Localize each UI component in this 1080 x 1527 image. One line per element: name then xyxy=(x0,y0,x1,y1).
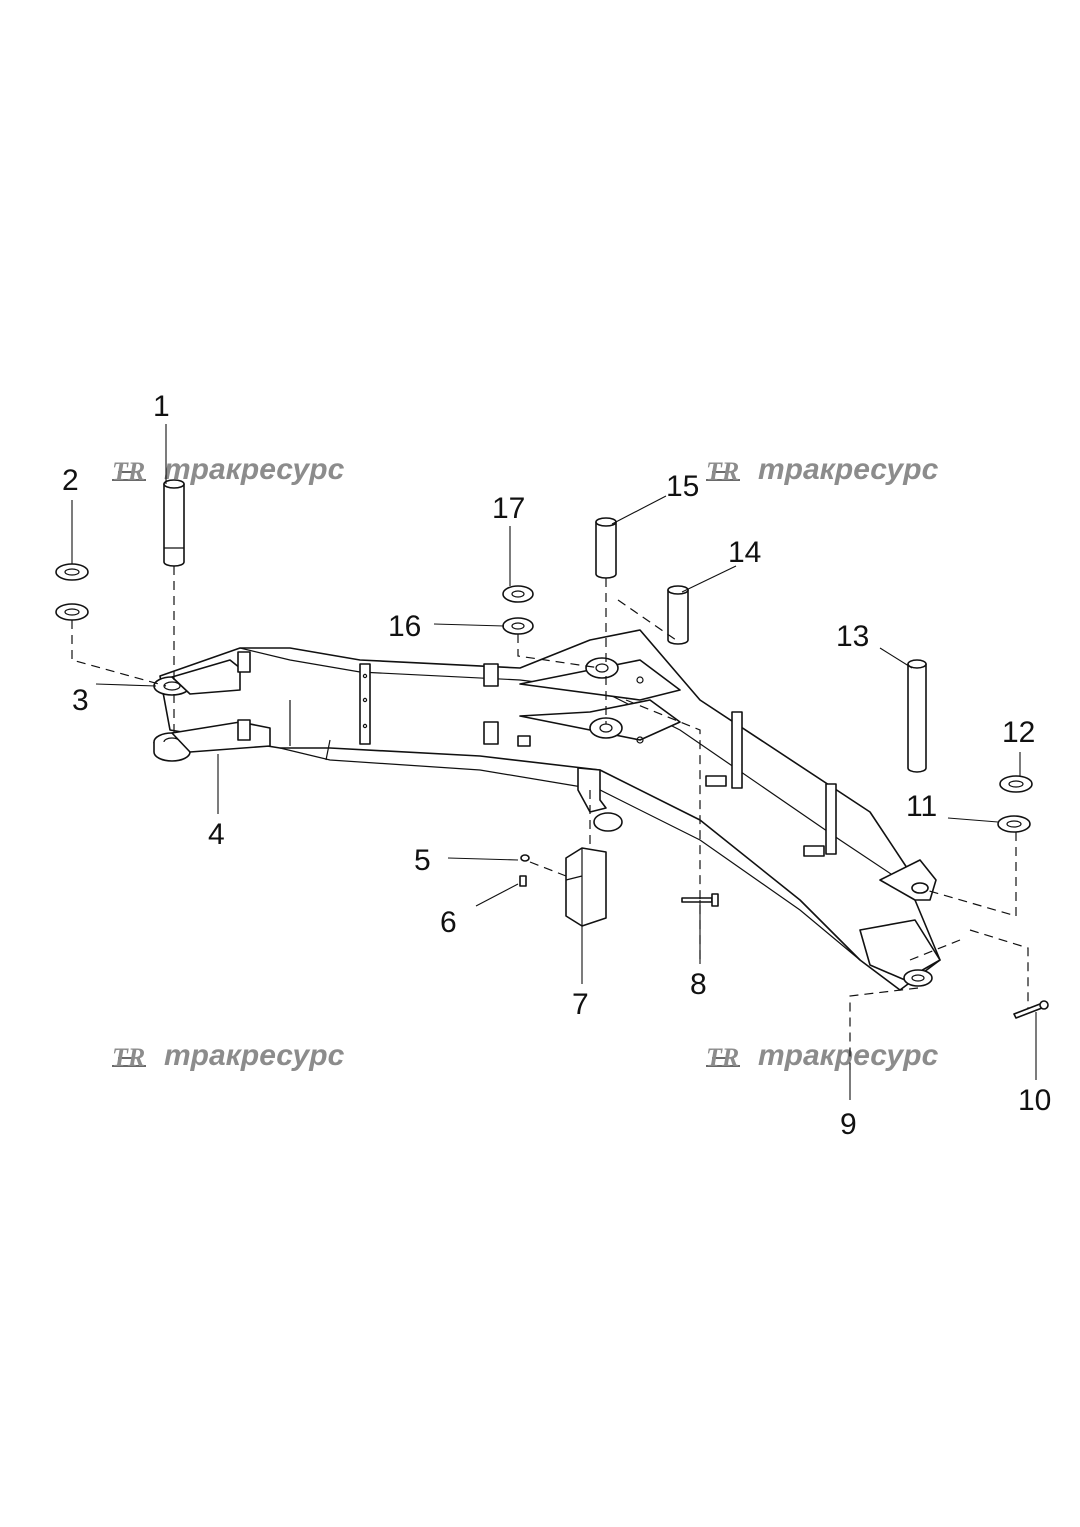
callout-6: 6 xyxy=(440,906,457,939)
callout-13: 13 xyxy=(836,620,869,653)
callout-3: 3 xyxy=(72,684,89,717)
watermark-text: тракресурс xyxy=(758,1039,939,1072)
callout-15: 15 xyxy=(666,470,699,503)
pin-15 xyxy=(595,517,617,579)
watermark-bottom-left: TR тракресурс xyxy=(112,1039,345,1072)
watermark-text: тракресурс xyxy=(758,453,939,486)
callouts: 1 2 3 4 5 6 7 8 9 10 11 12 13 14 15 17 1… xyxy=(62,390,1051,1141)
bolt-8 xyxy=(681,893,719,907)
watermark-top-right: TR тракресурс xyxy=(706,453,939,486)
callout-7: 7 xyxy=(572,988,589,1021)
callout-16-17: 17 xyxy=(492,492,525,525)
callout-10: 10 xyxy=(1018,1084,1051,1117)
watermark-bottom-right: TR тракресурс xyxy=(706,1039,939,1072)
watermark-logo: TR xyxy=(706,1043,739,1072)
watermark-text: тракресурс xyxy=(164,1039,345,1072)
pin-14 xyxy=(667,585,689,645)
washer-3 xyxy=(55,603,89,621)
callout-14: 14 xyxy=(728,536,761,569)
washer-5 xyxy=(520,854,530,862)
callout-2: 2 xyxy=(62,464,79,497)
callout-1: 1 xyxy=(153,390,170,423)
leader-lines xyxy=(71,424,1037,1100)
washer-16 xyxy=(502,617,534,635)
washer-11 xyxy=(997,815,1031,833)
assembly-lines xyxy=(71,566,1029,1070)
boom-assembly xyxy=(153,629,941,991)
callout-9: 9 xyxy=(840,1108,857,1141)
callout-11: 11 xyxy=(906,790,937,823)
watermark-text: тракресурс xyxy=(164,453,345,486)
watermark-logo: TR xyxy=(112,1043,145,1072)
callout-5: 5 xyxy=(414,844,431,877)
washer-2 xyxy=(55,563,89,581)
washer-17 xyxy=(502,585,534,603)
callout-8: 8 xyxy=(690,968,707,1001)
guard-7 xyxy=(565,847,607,927)
callout-16: 16 xyxy=(388,610,421,643)
washer-12 xyxy=(999,775,1033,793)
watermark-logo: TR xyxy=(706,457,739,486)
pin-1 xyxy=(163,479,185,567)
callout-12: 12 xyxy=(1002,716,1035,749)
watermark-logo: TR xyxy=(112,457,145,486)
bolt-10 xyxy=(1013,1000,1049,1019)
pin-13 xyxy=(907,659,927,773)
callout-4: 4 xyxy=(208,818,225,851)
bolt-6 xyxy=(519,875,527,887)
watermark-top-left: TR тракресурс xyxy=(112,453,345,486)
